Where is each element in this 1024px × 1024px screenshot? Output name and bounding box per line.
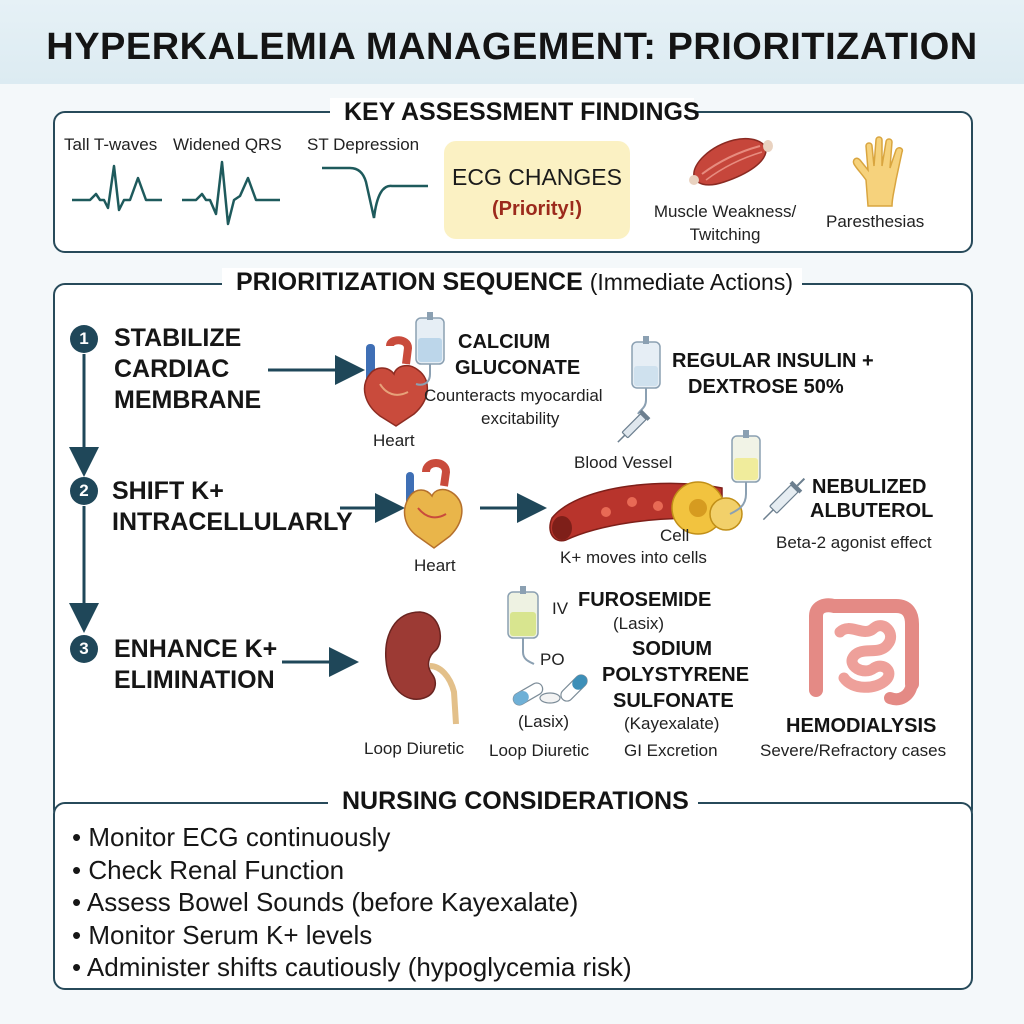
po-label: PO: [540, 650, 565, 669]
step-2-text: SHIFT K+ INTRACELLULARLY: [112, 477, 353, 536]
hemodialysis-label: HEMODIALYSIS: [786, 715, 937, 737]
hemodialysis-desc: Severe/Refractory cases: [760, 741, 947, 760]
calcium-desc-1: Counteracts myocardial: [424, 386, 603, 405]
list-item: • Monitor ECG continuously: [72, 822, 391, 852]
hand-icon: [852, 136, 904, 207]
albuterol-label-1: NEBULIZED: [812, 476, 927, 498]
kayexalate-label: (Kayexalate): [624, 714, 720, 733]
tall-t-waves-label: Tall T-waves: [64, 135, 158, 154]
blood-vessel-icon: [549, 481, 743, 542]
list-item: • Monitor Serum K+ levels: [72, 919, 373, 950]
calcium-label-2: GLUCONATE: [455, 357, 581, 379]
tall-t-wave-trace-icon: [72, 164, 162, 212]
kidney-icon: [385, 611, 459, 725]
pills-icon: [512, 674, 588, 706]
list-item: • Administer shifts cautiously (hypoglyc…: [72, 952, 632, 982]
k-moves-label: K+ moves into cells: [560, 548, 707, 567]
insulin-label-2: DEXTROSE 50%: [688, 376, 844, 398]
nursing-list: • Monitor ECG continuously • Check Renal…: [72, 821, 632, 984]
iv-label: IV: [552, 599, 569, 618]
insulin-label-1: REGULAR INSULIN +: [672, 350, 874, 372]
iv-bag-icon-step-2: [729, 430, 761, 515]
syringe-icon-step-2: [762, 477, 806, 521]
list-item: • Check Renal Function: [72, 854, 345, 885]
heart-label-step-1: Heart: [373, 431, 415, 450]
blood-vessel-label: Blood Vessel: [574, 453, 673, 472]
step-3-number: 3: [70, 635, 98, 663]
lasix-po-label: (Lasix): [518, 712, 570, 731]
nursing-panel: [53, 802, 973, 990]
albuterol-desc: Beta-2 agonist effect: [776, 533, 932, 552]
heart-icon-step-2: [403, 459, 463, 549]
step-1-text: STABILIZE CARDIAC MEMBRANE: [114, 324, 262, 414]
intestine-icon: [809, 598, 919, 706]
nursing-heading: NURSING CONSIDERATIONS: [328, 787, 698, 816]
heart-icon-step-1: [363, 336, 428, 427]
sps-label-3: SULFONATE: [613, 690, 734, 712]
st-depression-trace-icon: [322, 166, 428, 219]
step-2-number: 2: [70, 477, 98, 505]
furosemide-label: FUROSEMIDE: [578, 589, 712, 611]
muscle-weakness-label: Muscle Weakness/: [653, 202, 797, 221]
twitching-label: Twitching: [689, 225, 761, 244]
step-1-number: 1: [70, 325, 98, 353]
muscle-icon: [689, 138, 773, 186]
loop-diuretic-label-2: Loop Diuretic: [489, 741, 590, 760]
ecg-changes-box: [444, 141, 630, 239]
iv-bag-icon-step-1: [415, 312, 445, 386]
st-depression-label: ST Depression: [307, 135, 420, 154]
title-band: [0, 0, 1024, 84]
assessment-heading: KEY ASSESSMENT FINDINGS: [330, 98, 700, 127]
iv-bag-icon-step-3: [507, 586, 539, 665]
widened-qrs-trace-icon: [182, 160, 280, 226]
priority-label: (Priority!): [492, 198, 582, 220]
gi-excretion-label: GI Excretion: [624, 741, 718, 760]
ecg-changes-label: ECG CHANGES: [452, 164, 622, 190]
calcium-label-1: CALCIUM: [458, 331, 551, 353]
sequence-heading-sub: (Immediate Actions): [589, 269, 793, 295]
heart-label-step-2: Heart: [414, 556, 456, 575]
albuterol-label-2: ALBUTEROL: [810, 500, 934, 522]
sps-label-1: SODIUM: [632, 638, 712, 660]
step-3-text: ENHANCE K+ ELIMINATION: [114, 635, 278, 694]
loop-diuretic-label: Loop Diuretic: [364, 739, 465, 758]
list-item: • Assess Bowel Sounds (before Kayexalate…: [72, 887, 579, 917]
furosemide-lasix-label: (Lasix): [613, 614, 665, 633]
sequence-heading: PRIORITIZATION SEQUENCE (Immediate Actio…: [222, 268, 802, 297]
calcium-desc-2: excitability: [481, 409, 560, 428]
widened-qrs-label: Widened QRS: [173, 135, 282, 154]
iv-bag-syringe-icon: [617, 336, 661, 443]
paresthesias-label: Paresthesias: [826, 212, 925, 231]
cell-label: Cell: [660, 526, 690, 545]
page-title: HYPERKALEMIA MANAGEMENT: PRIORITIZATION: [46, 26, 978, 68]
sps-label-2: POLYSTYRENE: [602, 664, 750, 686]
